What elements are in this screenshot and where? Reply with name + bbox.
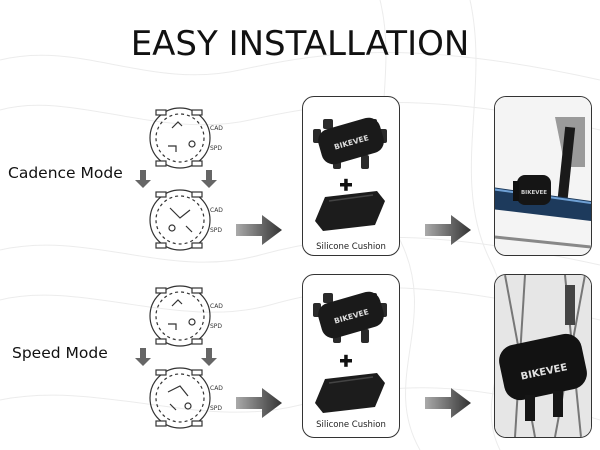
silicone-cushion-caption: Silicone Cushion	[316, 420, 386, 430]
svg-text:BIKEVEE: BIKEVEE	[521, 190, 547, 196]
cadence-dial-diagram: CAD SPD CAD SPD	[135, 107, 223, 251]
svg-text:CAD: CAD	[210, 207, 223, 214]
svg-text:CAD: CAD	[210, 385, 223, 392]
dial-cad-label: CAD	[210, 303, 223, 310]
down-arrow-icon	[135, 170, 217, 188]
plus-icon	[340, 354, 352, 367]
page-title: EASY INSTALLATION	[130, 24, 470, 64]
crank-mount-photo: BIKEVEE	[495, 97, 591, 255]
svg-text:SPD: SPD	[210, 405, 222, 412]
arrow-right-icon	[236, 215, 282, 245]
down-arrow-icon	[135, 348, 217, 366]
svg-text:SPD: SPD	[210, 227, 222, 234]
installed-photo-speed: BIKEVEE	[494, 274, 592, 438]
dial-spd-label: SPD	[210, 145, 222, 152]
arrow-right-icon	[425, 215, 471, 245]
plus-icon	[340, 178, 352, 191]
dial-spd-label: SPD	[210, 323, 222, 330]
speed-dial-diagram: CAD SPD CAD SPD	[135, 285, 223, 429]
hub-mount-photo: BIKEVEE	[495, 275, 591, 437]
sensor-illustration: BIKEVEE	[313, 291, 387, 413]
dial-top	[149, 107, 211, 169]
dial-cad-label: CAD	[210, 125, 223, 132]
dial-bottom	[149, 189, 211, 251]
cadence-mode-label: Cadence Mode	[8, 164, 123, 182]
speed-mode-label: Speed Mode	[12, 344, 108, 362]
arrow-right-icon	[425, 388, 471, 418]
sensor-panel-speed: BIKEVEE Silicone Cushion	[302, 274, 400, 438]
silicone-cushion-caption: Silicone Cushion	[316, 242, 386, 252]
sensor-panel-cadence: BIKEVEE Silicone Cushion	[302, 96, 400, 256]
arrow-right-icon	[236, 388, 282, 418]
installed-photo-cadence: BIKEVEE	[494, 96, 592, 256]
sensor-illustration: BIKEVEE	[313, 117, 387, 231]
